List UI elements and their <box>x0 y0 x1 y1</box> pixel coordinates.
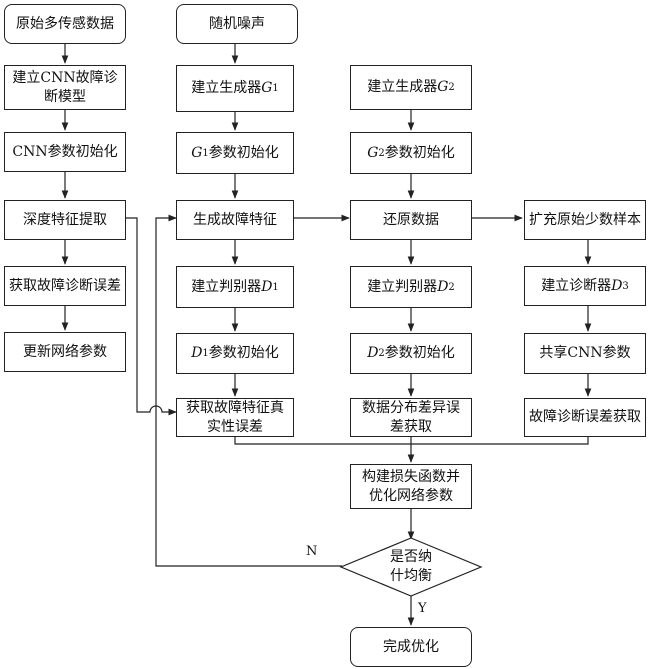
deep-feature-node: 深度特征提取 <box>4 200 126 240</box>
gen-fault-feature-node: 生成故障特征 <box>176 200 294 240</box>
nash-decision-node: 是否纳 什均衡 <box>390 549 432 584</box>
update-params-node: 更新网络参数 <box>4 332 126 372</box>
complete-node: 完成优化 <box>350 627 472 667</box>
get-authenticity-error-node: 获取故障特征真 实性误差 <box>176 398 294 437</box>
build-loss-node: 构建损失函数并 优化网络参数 <box>350 464 472 509</box>
cnn-init-node: CNN参数初始化 <box>4 132 126 172</box>
original-data-node: 原始多传感数据 <box>4 4 126 44</box>
diag-error-get-node: 故障诊断误差获取 <box>524 398 646 437</box>
distribution-error-node: 数据分布差异误 差获取 <box>350 398 472 437</box>
expand-samples-node: 扩充原始少数样本 <box>524 200 646 240</box>
no-edge-label: N <box>306 544 318 559</box>
random-noise-node: 随机噪声 <box>176 4 298 44</box>
share-cnn-node: 共享CNN参数 <box>524 333 646 374</box>
get-diag-error-node: 获取故障诊断误差 <box>4 266 126 306</box>
build-cnn-node: 建立CNN故障诊 断模型 <box>4 65 126 110</box>
restore-data-node: 还原数据 <box>350 200 472 240</box>
yes-edge-label: Y <box>418 601 427 616</box>
